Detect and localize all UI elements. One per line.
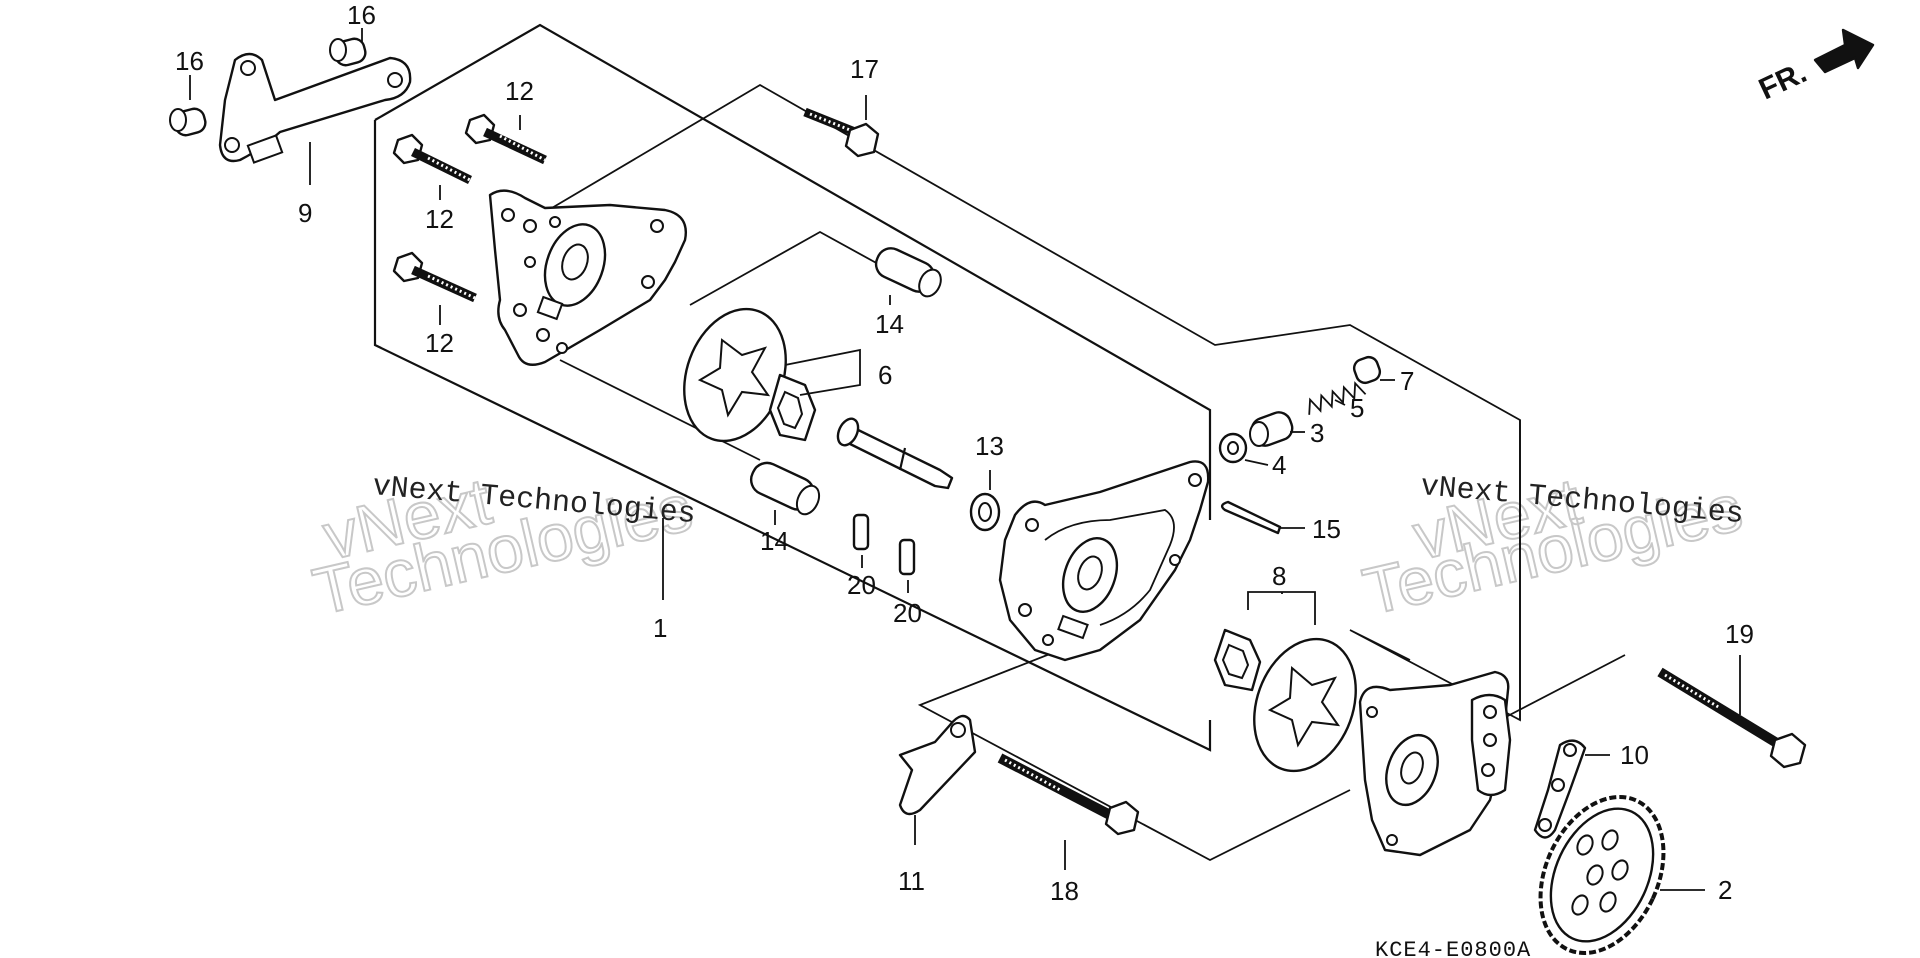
callout-12-middle: 12 bbox=[425, 204, 454, 234]
callout-12-top: 12 bbox=[505, 76, 534, 106]
dowel-pin-14-lower bbox=[749, 461, 821, 516]
bracket-9 bbox=[218, 52, 412, 164]
collar-16-right bbox=[329, 37, 367, 67]
outer-rotor-6 bbox=[683, 307, 787, 443]
assembly-outline-1 bbox=[373, 23, 1212, 752]
callout-19: 19 bbox=[1725, 619, 1754, 649]
watermark-right: vNext Technologies vNext Technologies bbox=[1356, 463, 1750, 630]
cotter-pin-15 bbox=[1220, 500, 1282, 535]
callout-15: 15 bbox=[1312, 514, 1341, 544]
direction-arrow-icon: FR. bbox=[1754, 28, 1875, 106]
callout-14-lower: 14 bbox=[760, 526, 789, 556]
callout-2: 2 bbox=[1718, 875, 1732, 905]
bolt-12-top bbox=[464, 113, 547, 165]
outer-rotor-8 bbox=[1253, 637, 1357, 773]
washer-13 bbox=[969, 492, 1001, 532]
callout-10: 10 bbox=[1620, 740, 1649, 770]
callout-labels: 1 2 3 4 5 6 7 8 9 10 11 12 12 12 13 14 1… bbox=[175, 0, 1754, 906]
bolt-18 bbox=[997, 753, 1140, 836]
pin-20-left bbox=[852, 513, 870, 551]
callout-17: 17 bbox=[850, 54, 879, 84]
piston-3 bbox=[1249, 411, 1294, 447]
direction-label: FR. bbox=[1754, 56, 1812, 106]
callout-18: 18 bbox=[1050, 876, 1079, 906]
washer-4 bbox=[1218, 432, 1248, 464]
callout-20-left: 20 bbox=[847, 570, 876, 600]
chain-guide-10 bbox=[1533, 739, 1587, 839]
pump-cover-right bbox=[1358, 670, 1512, 857]
callout-13: 13 bbox=[975, 431, 1004, 461]
callout-7: 7 bbox=[1400, 366, 1414, 396]
callout-14-upper: 14 bbox=[875, 309, 904, 339]
callout-20-right: 20 bbox=[893, 598, 922, 628]
drawing-code: KCE4-E0800A bbox=[1375, 938, 1531, 958]
callout-12-bottom: 12 bbox=[425, 328, 454, 358]
spring-5 bbox=[1308, 381, 1367, 415]
plate-11 bbox=[898, 714, 977, 816]
pump-body-center bbox=[998, 460, 1210, 662]
callout-8: 8 bbox=[1272, 561, 1286, 591]
callout-5: 5 bbox=[1350, 393, 1364, 423]
inner-rotor-6 bbox=[768, 373, 817, 442]
pin-20-right bbox=[898, 538, 916, 576]
sprocket-2 bbox=[1538, 795, 1666, 955]
bolt-17 bbox=[803, 107, 880, 158]
pump-shaft bbox=[836, 417, 954, 490]
callout-4: 4 bbox=[1272, 450, 1286, 480]
dowel-pin-14-upper bbox=[874, 247, 942, 298]
callout-6: 6 bbox=[878, 360, 892, 390]
callout-11: 11 bbox=[898, 866, 925, 896]
callout-16-left: 16 bbox=[175, 46, 204, 76]
watermark-left: vNext Technologies vNext Technologies bbox=[306, 463, 700, 630]
bolt-19 bbox=[1657, 667, 1807, 769]
callout-1: 1 bbox=[653, 613, 667, 643]
pump-cover-left bbox=[488, 189, 687, 366]
collar-16-left bbox=[169, 107, 207, 137]
callout-3: 3 bbox=[1310, 418, 1324, 448]
callout-9: 9 bbox=[298, 198, 312, 228]
leader-lines bbox=[189, 28, 1741, 891]
bolt-12-middle bbox=[392, 133, 472, 185]
cap-7 bbox=[1352, 355, 1382, 385]
bolt-12-bottom bbox=[392, 251, 477, 303]
callout-16-right: 16 bbox=[347, 0, 376, 30]
inner-rotor-8 bbox=[1213, 628, 1262, 692]
